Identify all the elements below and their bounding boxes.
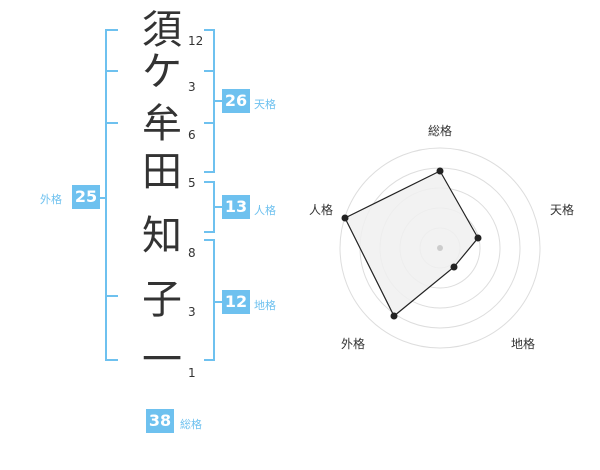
radar-label-gaikaku: 外格 xyxy=(341,337,366,351)
jinkaku-value: 13 xyxy=(222,195,250,219)
stroke-count-6: 3 xyxy=(188,305,196,319)
chikaku-label: 地格 xyxy=(254,299,276,312)
radar-label-soukaku: 総格 xyxy=(428,124,453,138)
radar-point-jinkaku xyxy=(341,214,349,222)
radar-polygon xyxy=(344,170,479,317)
soukaku-value: 38 xyxy=(146,409,174,433)
stroke-count-5: 8 xyxy=(188,246,196,260)
name-char-6: 子 xyxy=(142,277,182,323)
stroke-count-1: 12 xyxy=(188,34,204,48)
radar-label-jinkaku: 人格 xyxy=(309,203,334,217)
radar-label-chikaku: 地格 xyxy=(511,337,536,351)
stroke-count-2: 3 xyxy=(188,80,196,94)
radar-label-tenkaku: 天格 xyxy=(550,203,575,217)
jinkaku-label: 人格 xyxy=(254,204,276,217)
tenkaku-label: 天格 xyxy=(254,98,276,111)
name-char-3: 牟 xyxy=(142,101,182,147)
name-char-2: ケ xyxy=(142,49,182,95)
gaikaku-label: 外格 xyxy=(40,193,62,206)
chikaku-value: 12 xyxy=(222,290,250,314)
radar-point-chikaku xyxy=(450,263,458,271)
soukaku-label: 総格 xyxy=(180,418,202,431)
radar-point-gaikaku xyxy=(390,312,398,320)
stroke-count-4: 5 xyxy=(188,176,196,190)
radar-center-dot xyxy=(437,245,443,251)
name-char-5: 知 xyxy=(142,213,182,259)
gaikaku-value: 25 xyxy=(72,185,100,209)
stroke-count-3: 6 xyxy=(188,128,196,142)
name-char-7: 一 xyxy=(142,337,182,383)
radar-point-soukaku xyxy=(436,167,444,175)
stroke-count-7: 1 xyxy=(188,366,196,380)
tenkaku-value: 26 xyxy=(222,89,250,113)
name-char-1: 須 xyxy=(142,7,182,53)
name-char-4: 田 xyxy=(142,149,182,195)
radar-point-tenkaku xyxy=(474,234,482,242)
